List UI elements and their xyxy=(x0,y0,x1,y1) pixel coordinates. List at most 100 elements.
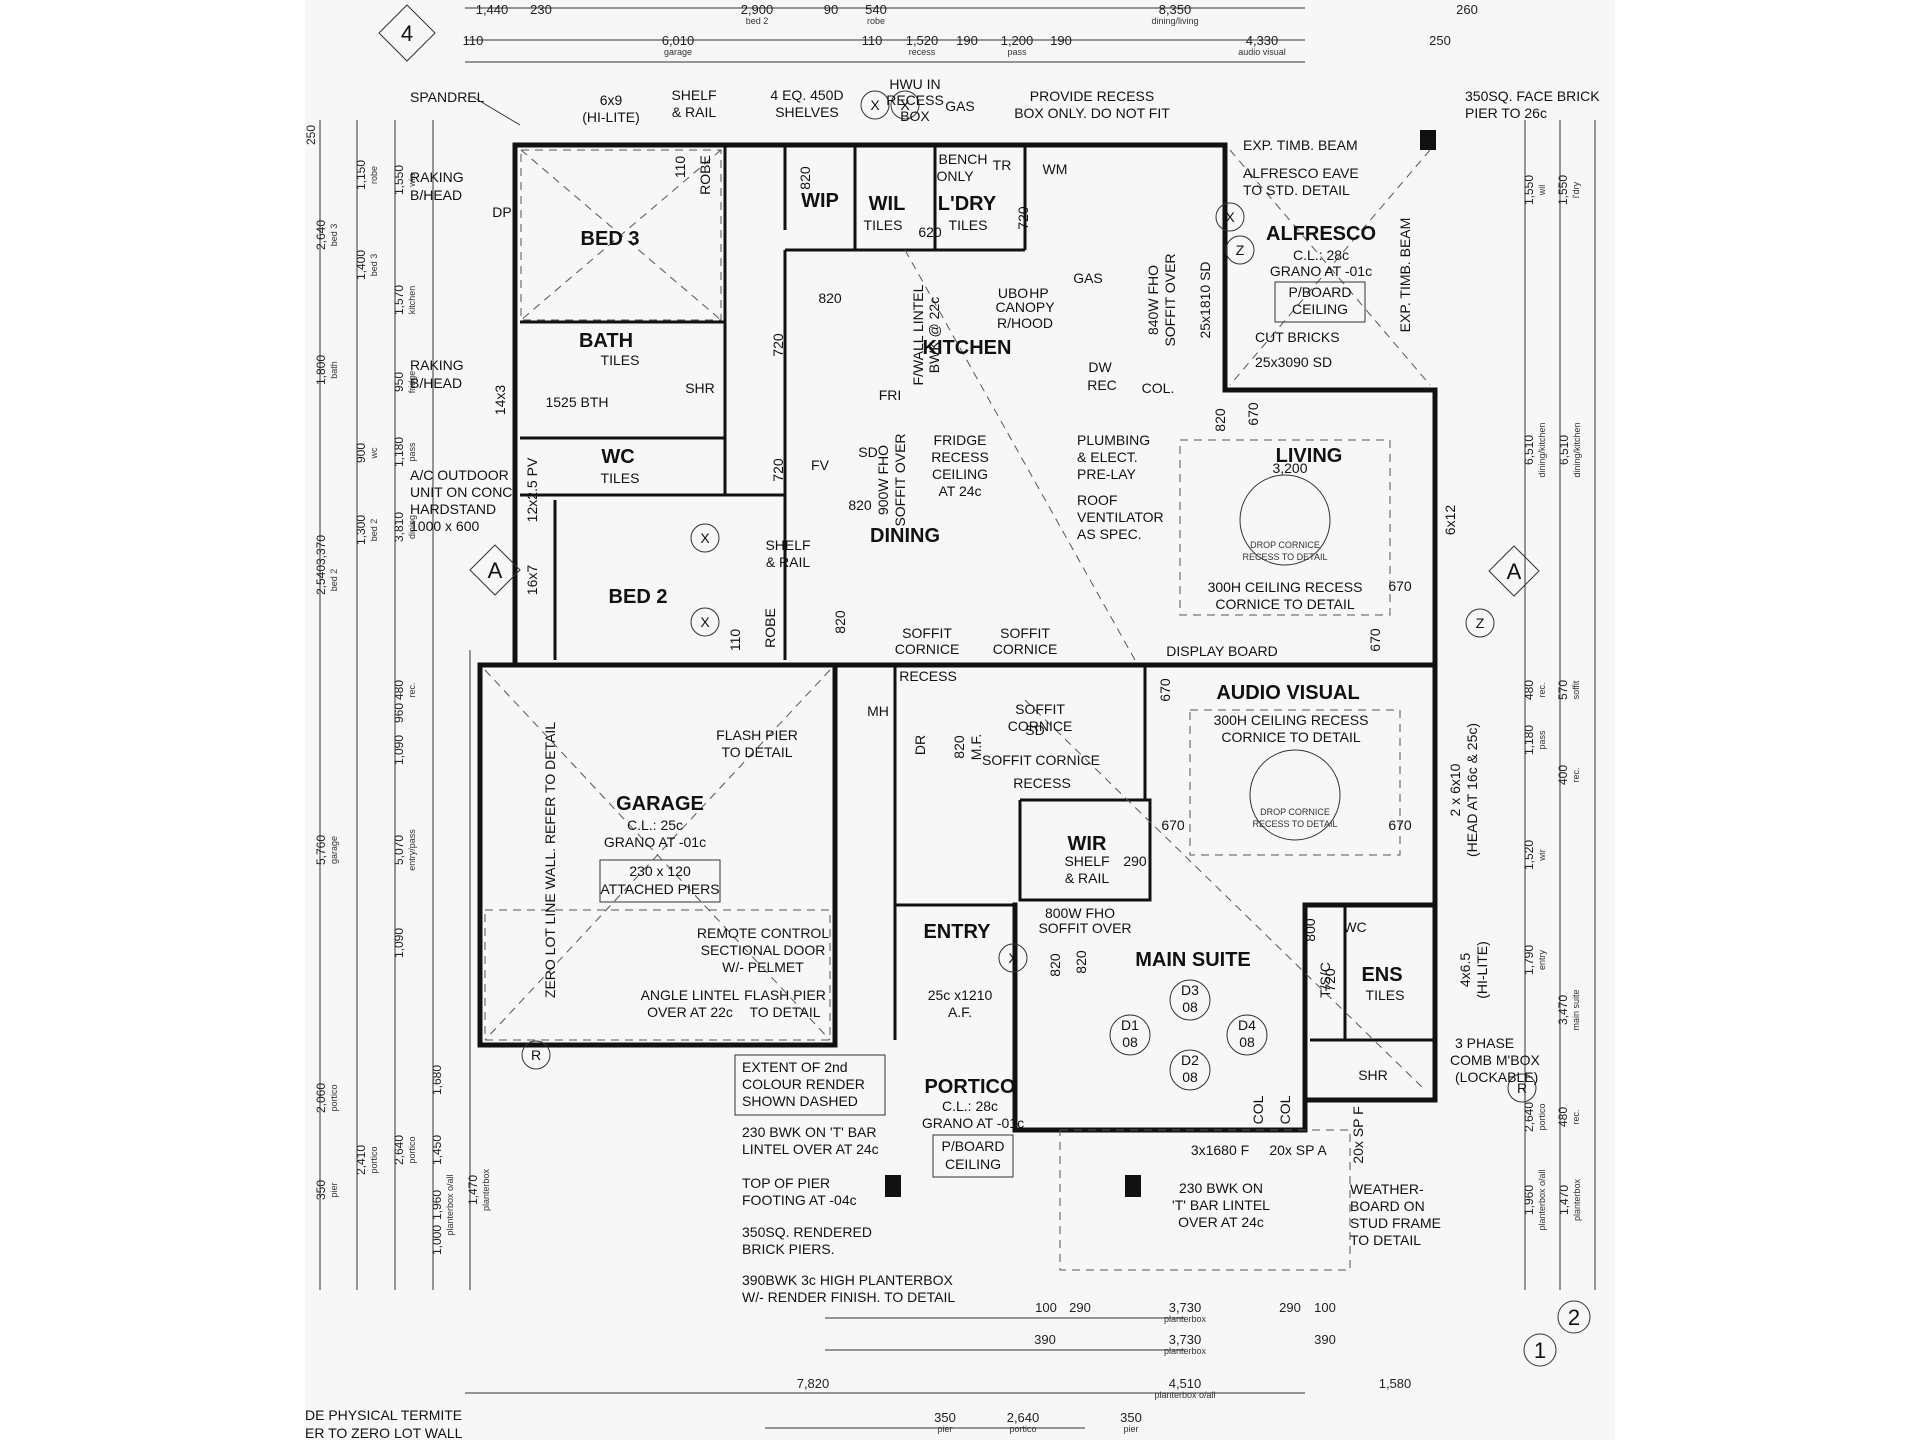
note-bwk: 230 BWK ON 'T' BAR xyxy=(742,1124,877,1140)
note-recess300: 300H CEILING RECESS xyxy=(1214,712,1369,728)
note-dim: 720 xyxy=(1322,968,1338,992)
room-ens: ENS xyxy=(1361,964,1402,986)
dimension-sublabel: portico xyxy=(407,1136,417,1163)
dimension-value: 570 xyxy=(1556,680,1570,700)
note-recess: PROVIDE RECESS xyxy=(1030,88,1154,104)
note-downlight: D4 xyxy=(1238,1017,1256,1033)
note-bwk: 'T' BAR LINTEL xyxy=(1172,1197,1270,1213)
note-eave: ALFRESCO EAVE xyxy=(1243,165,1359,181)
dimension-sublabel: bed 2 xyxy=(329,569,339,592)
note-dim: 820 xyxy=(1047,953,1063,977)
dimension-sublabel: pier xyxy=(937,1424,952,1434)
dimension-sublabel: planterbox o/all xyxy=(1154,1390,1215,1400)
note-planter: W/- RENDER FINISH. TO DETAIL xyxy=(742,1289,955,1305)
note-termite: DE PHYSICAL TERMITE xyxy=(305,1407,462,1423)
note-dim: 820 xyxy=(797,166,813,190)
room-main-suite: MAIN SUITE xyxy=(1135,949,1251,971)
dimension-value: 260 xyxy=(1456,2,1478,17)
note-roof: AS SPEC. xyxy=(1077,526,1142,542)
note-bench: BENCH xyxy=(938,151,987,167)
room-dining: DINING xyxy=(870,525,940,547)
note-meter: 3 PHASE xyxy=(1455,1035,1514,1051)
note-lintel: F/WALL LINTEL xyxy=(910,284,926,385)
dimension-value: 900 xyxy=(354,443,368,463)
dimension-sublabel: wil xyxy=(1537,185,1547,197)
note-dim: 110 xyxy=(672,156,688,179)
dimension-value: 6,510 xyxy=(1522,435,1536,465)
dimension-sublabel: rec. xyxy=(1537,682,1547,697)
room-wil: WIL xyxy=(869,193,906,215)
note-dim: 720 xyxy=(1015,206,1031,230)
room-living: LIVING xyxy=(1276,445,1343,467)
dimension-value: 480 xyxy=(392,680,406,700)
dimension-sublabel: bed 2 xyxy=(369,519,379,542)
note-soffit-cornice: SOFFIT xyxy=(902,625,952,641)
note-bench: ONLY xyxy=(936,168,974,184)
dimension-sublabel: wip xyxy=(407,173,417,188)
dimension-sublabel: planterbox xyxy=(481,1168,491,1211)
note-bth: 1525 BTH xyxy=(545,394,608,410)
note-rendered: 350SQ. RENDERED xyxy=(742,1224,872,1240)
note-remote: W/- PELMET xyxy=(722,959,804,975)
dimension-value: 1,000 xyxy=(430,1225,444,1255)
note-pier: PIER TO 26c xyxy=(1465,105,1547,121)
dimension-value: 2,640 xyxy=(1522,1102,1536,1132)
note-weatherboard: WEATHER- xyxy=(1350,1181,1424,1197)
note-sd: 25x1810 SD xyxy=(1197,261,1213,338)
note-raking: RAKING xyxy=(410,169,464,185)
dimension-value: 190 xyxy=(1050,33,1072,48)
dimension-sublabel: pass xyxy=(407,442,417,462)
dimension-sublabel: robe xyxy=(369,166,379,184)
note-tr: TR xyxy=(993,157,1012,173)
note-beam: EXP. TIMB. BEAM xyxy=(1243,137,1358,153)
dimension-sublabel: garage xyxy=(329,836,339,864)
dimension-value: 1,550 xyxy=(1522,175,1536,205)
section-marker-x: X xyxy=(870,97,880,113)
dimension-value: 2,410 xyxy=(354,1145,368,1175)
note-living-width: 3,200 xyxy=(1272,460,1307,476)
section-marker-x: X xyxy=(1008,950,1018,966)
note-beam: EXP. TIMB. BEAM xyxy=(1397,218,1413,333)
dimension-value: 3,730 xyxy=(1169,1332,1202,1347)
note-ac: 1000 x 600 xyxy=(410,518,479,534)
note-shelves: 4 EQ. 450D xyxy=(770,87,843,103)
note-shelf: & RAIL xyxy=(672,104,717,120)
note-flash: FLASH PIER xyxy=(716,727,798,743)
dimension-value: 110 xyxy=(862,33,883,48)
note-plumbing: PLUMBING xyxy=(1077,432,1150,448)
dimension-value: 1,790 xyxy=(1522,945,1536,975)
note-rec: REC xyxy=(1087,377,1117,393)
note-dim: 620 xyxy=(918,224,942,240)
note-dim: 110 xyxy=(727,629,743,652)
dimension-value: 1,520 xyxy=(906,33,939,48)
dimension-sublabel: wir xyxy=(1537,849,1547,862)
dimension-value: 110 xyxy=(463,33,484,48)
note-eave: TO STD. DETAIL xyxy=(1243,182,1350,198)
note-soffit-cornice: SOFFIT xyxy=(1000,625,1050,641)
dimension-value: 2,640 xyxy=(392,1135,406,1165)
dimension-value: 1,300 xyxy=(354,515,368,545)
note-canopy: CANOPY xyxy=(995,299,1055,315)
dimension-value: 3,730 xyxy=(1169,1300,1202,1315)
note-shelf: & RAIL xyxy=(766,554,811,570)
note-head: 2 x 6x10 xyxy=(1447,763,1463,816)
dimension-value: 1,960 xyxy=(430,1190,444,1220)
note-cut-bricks: CUT BRICKS xyxy=(1255,329,1340,345)
dimension-value: 5,070 xyxy=(392,835,406,865)
dimension-sublabel: fridge xyxy=(407,371,417,394)
room-wir: WIR xyxy=(1068,833,1107,855)
note-raking: RAKING xyxy=(410,357,464,373)
dimension-sublabel: pier xyxy=(1123,1424,1138,1434)
dimension-sublabel: recess xyxy=(909,47,936,57)
note-flash: FLASH PIER xyxy=(744,987,826,1003)
note-6x12: 6x12 xyxy=(1442,505,1458,536)
dimension-value: 1,960 xyxy=(1522,1185,1536,1215)
dimension-value: 1,470 xyxy=(466,1175,480,1205)
dimension-sublabel: portico xyxy=(329,1084,339,1111)
room-bed2: BED 2 xyxy=(609,586,668,608)
section-marker-x: X xyxy=(1225,209,1235,225)
note-portico: GRANO AT -01c xyxy=(922,1115,1024,1131)
note-meter: COMB M'BOX xyxy=(1450,1052,1540,1068)
note-weatherboard: BOARD ON xyxy=(1350,1198,1425,1214)
